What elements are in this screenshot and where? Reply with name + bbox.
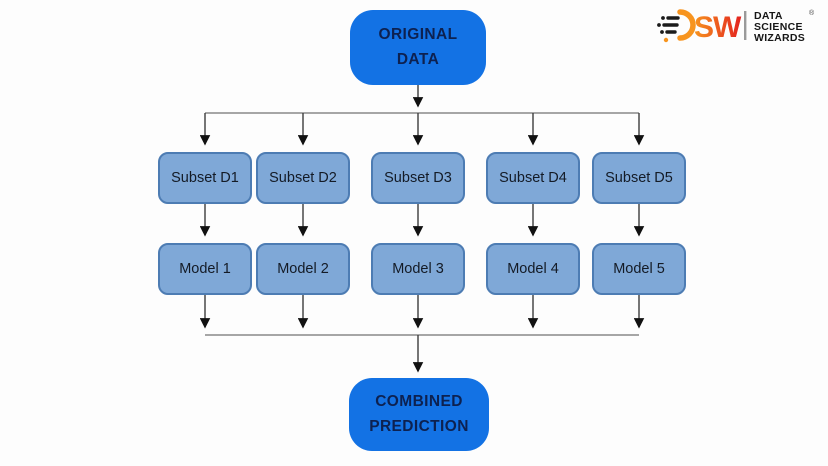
logo-divider (744, 11, 747, 40)
node-combined-prediction: COMBINED PREDICTION (349, 378, 489, 451)
logo-tagline-line2: SCIENCE (754, 21, 803, 33)
node-combined-prediction-label: COMBINED PREDICTION (369, 393, 469, 435)
node-subset-d1-label: Subset D1 (171, 170, 239, 186)
logo-tagline-line3: WIZARDS (754, 32, 805, 44)
registered-trademark-icon: ® (809, 9, 815, 17)
node-model-1: Model 1 (158, 243, 252, 295)
node-model-5-label: Model 5 (613, 261, 665, 277)
node-subset-d4: Subset D4 (486, 152, 580, 204)
node-model-2: Model 2 (256, 243, 350, 295)
dsw-logo: SW DATA SCIENCE WIZARDS ® (657, 9, 815, 44)
node-model-4: Model 4 (486, 243, 580, 295)
node-subset-d1: Subset D1 (158, 152, 252, 204)
dsw-wordmark: SW (694, 11, 742, 44)
node-model-3-label: Model 3 (392, 261, 444, 277)
node-subset-d3-label: Subset D3 (384, 170, 452, 186)
node-model-1-label: Model 1 (179, 261, 231, 277)
node-model-5: Model 5 (592, 243, 686, 295)
node-subset-d3: Subset D3 (371, 152, 465, 204)
node-model-3: Model 3 (371, 243, 465, 295)
node-model-2-label: Model 2 (277, 261, 329, 277)
node-original-data-label: ORIGINAL DATA (378, 26, 458, 68)
node-subset-d2: Subset D2 (256, 152, 350, 204)
node-model-4-label: Model 4 (507, 261, 559, 277)
node-subset-d4-label: Subset D4 (499, 170, 567, 186)
dsw-arc-d-icon (657, 9, 696, 43)
logo-tagline-line1: DATA (754, 10, 783, 22)
node-subset-d5-label: Subset D5 (605, 170, 673, 186)
node-subset-d5: Subset D5 (592, 152, 686, 204)
node-original-data: ORIGINAL DATA (350, 10, 486, 85)
node-subset-d2-label: Subset D2 (269, 170, 337, 186)
